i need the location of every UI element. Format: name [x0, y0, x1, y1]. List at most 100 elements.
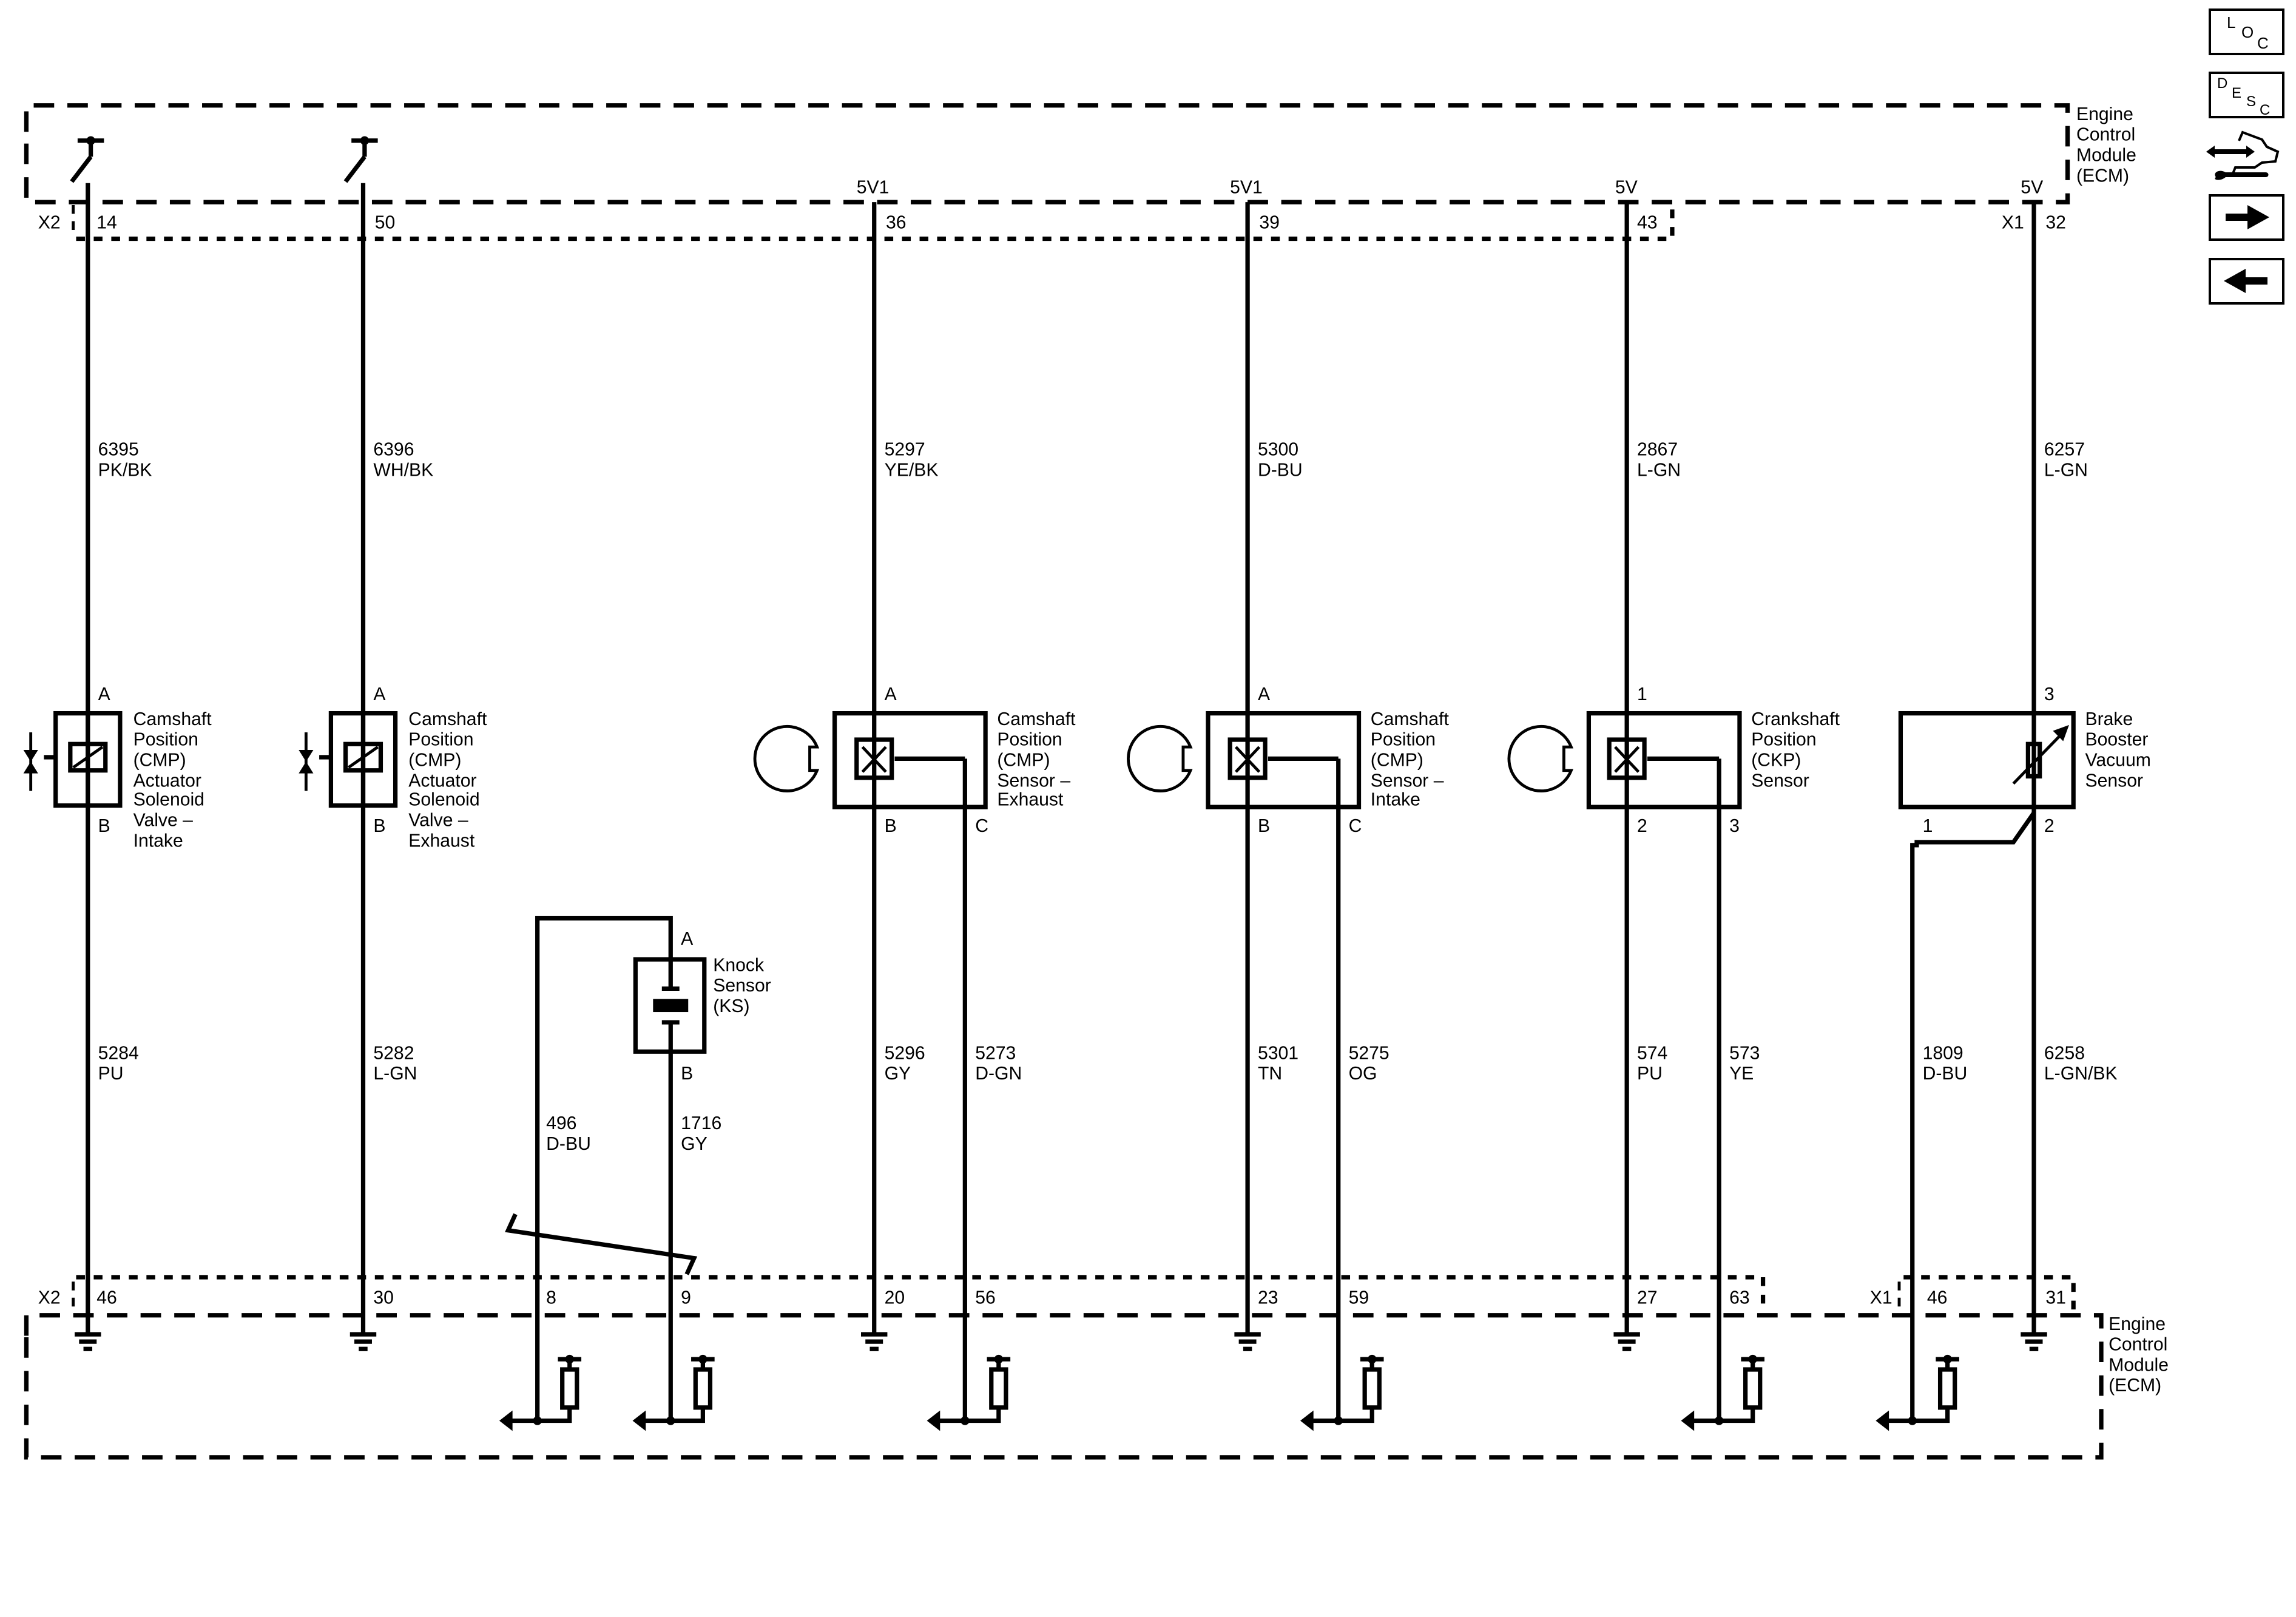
svg-text:Sensor: Sensor	[713, 976, 771, 996]
svg-text:(CMP): (CMP)	[133, 750, 186, 770]
svg-text:YE/BK: YE/BK	[885, 461, 939, 481]
svg-text:Control: Control	[2109, 1335, 2167, 1355]
svg-text:1: 1	[1637, 684, 1647, 704]
supply-label: 5V1	[1230, 178, 1263, 198]
svg-text:1716: 1716	[681, 1113, 721, 1133]
svg-text:GY: GY	[885, 1064, 911, 1084]
svg-text:A: A	[885, 684, 897, 704]
svg-text:23: 23	[1258, 1288, 1278, 1308]
svg-text:6396: 6396	[373, 440, 414, 460]
loc-letter: L	[2227, 13, 2236, 32]
svg-text:8: 8	[546, 1288, 556, 1308]
svg-text:Brake: Brake	[2085, 709, 2133, 729]
svg-text:B: B	[681, 1064, 693, 1084]
cmp-sensor-intake: A B C Camshaft Position (CMP) Sensor – I…	[1127, 684, 1449, 836]
loc-letter: O	[2241, 23, 2254, 41]
svg-text:30: 30	[373, 1288, 394, 1308]
brake-booster-vacuum-sensor: 3 1 2 Brake Booster Vacuum Sensor	[1898, 684, 2151, 836]
ecm-bottom-box	[24, 1313, 2104, 1460]
svg-text:D-GN: D-GN	[975, 1064, 1022, 1084]
hand-wrench-icon	[2206, 130, 2280, 180]
svg-text:TN: TN	[1258, 1064, 1282, 1084]
svg-text:Sensor: Sensor	[2085, 771, 2143, 791]
solenoid-arrow-icon	[23, 732, 38, 791]
svg-text:Knock: Knock	[713, 955, 765, 975]
svg-text:2867: 2867	[1637, 440, 1678, 460]
svg-text:D-BU: D-BU	[1258, 461, 1303, 481]
arrow-right-icon	[2226, 205, 2269, 229]
svg-text:PU: PU	[98, 1064, 124, 1084]
desc-letter: D	[2217, 75, 2228, 92]
svg-text:Module: Module	[2109, 1355, 2169, 1375]
svg-text:C: C	[975, 816, 988, 836]
ckp-sensor: 1 2 3 Crankshaft Position (CKP) Sensor	[1507, 684, 1840, 836]
top-connector-x2: X2	[38, 204, 1675, 241]
previous-page-button[interactable]	[2209, 258, 2284, 305]
svg-text:Actuator: Actuator	[408, 771, 476, 791]
svg-text:GY: GY	[681, 1134, 707, 1154]
svg-text:Sensor –: Sensor –	[997, 771, 1070, 791]
svg-text:31: 31	[2045, 1288, 2066, 1308]
svg-text:L-GN: L-GN	[373, 1064, 417, 1084]
svg-text:Engine: Engine	[2109, 1314, 2166, 1334]
svg-text:59: 59	[1349, 1288, 1369, 1308]
pullup-resistor-icon	[927, 1354, 1011, 1431]
bottom-connector-x2: X2	[38, 1275, 1766, 1312]
svg-text:Intake: Intake	[1371, 790, 1420, 810]
pin-number: 39	[1259, 213, 1280, 233]
twisted-pair-icon	[505, 1213, 698, 1275]
ground-icon	[1613, 1332, 1640, 1351]
svg-text:(CMP): (CMP)	[1371, 750, 1423, 770]
svg-text:B: B	[885, 816, 897, 836]
supply-label: 5V1	[857, 178, 890, 198]
svg-text:Valve –: Valve –	[133, 810, 194, 830]
svg-text:Intake: Intake	[133, 831, 183, 851]
svg-text:Camshaft: Camshaft	[133, 709, 212, 729]
ground-icon	[2021, 1332, 2047, 1351]
svg-text:Camshaft: Camshaft	[997, 709, 1076, 729]
svg-text:5273: 5273	[975, 1043, 1016, 1063]
knock-sensor: A B Knock Sensor (KS)	[633, 929, 771, 1084]
svg-text:5297: 5297	[885, 440, 925, 460]
next-page-button[interactable]	[2209, 194, 2284, 241]
svg-text:574: 574	[1637, 1043, 1667, 1063]
svg-text:X1: X1	[1870, 1288, 1893, 1308]
solenoid-arrow-icon	[299, 732, 314, 791]
supply-label: 5V	[1615, 178, 1638, 198]
svg-text:9: 9	[681, 1288, 691, 1308]
svg-text:5284: 5284	[98, 1043, 139, 1063]
svg-text:Sensor: Sensor	[1751, 771, 1809, 791]
svg-text:(CKP): (CKP)	[1751, 750, 1801, 770]
wires	[86, 183, 2036, 1421]
desc-letter: S	[2246, 93, 2257, 110]
cmp-sensor-exhaust: A B C Camshaft Position (CMP) Sensor – E…	[753, 684, 1076, 836]
svg-text:Sensor –: Sensor –	[1371, 771, 1444, 791]
description-button[interactable]: D E S C	[2209, 72, 2284, 118]
pullup-resistor-icon	[1876, 1354, 1959, 1431]
svg-text:2: 2	[2044, 816, 2055, 836]
svg-text:PK/BK: PK/BK	[98, 461, 152, 481]
svg-text:Valve –: Valve –	[408, 810, 468, 830]
ecm-bottom-label: Engine Control Module (ECM)	[2109, 1314, 2169, 1396]
svg-text:6257: 6257	[2044, 440, 2085, 460]
svg-text:A: A	[98, 684, 111, 704]
svg-text:46: 46	[1927, 1288, 1948, 1308]
svg-text:1: 1	[1923, 816, 1933, 836]
ground-icon	[75, 1332, 101, 1351]
svg-text:C: C	[1349, 816, 1362, 836]
svg-text:5301: 5301	[1258, 1043, 1298, 1063]
svg-text:Booster: Booster	[2085, 730, 2148, 750]
svg-text:A: A	[1258, 684, 1271, 704]
repair-procedure-button[interactable]	[2204, 127, 2289, 188]
location-button[interactable]: L O C	[2209, 8, 2284, 55]
svg-text:2: 2	[1637, 816, 1647, 836]
svg-text:Engine: Engine	[2076, 104, 2133, 124]
desc-letter: C	[2260, 102, 2271, 118]
svg-text:(KS): (KS)	[713, 996, 749, 1016]
svg-text:Solenoid: Solenoid	[133, 790, 204, 810]
svg-text:27: 27	[1637, 1288, 1658, 1308]
svg-text:Control: Control	[2076, 125, 2135, 145]
svg-text:D-BU: D-BU	[546, 1134, 591, 1154]
